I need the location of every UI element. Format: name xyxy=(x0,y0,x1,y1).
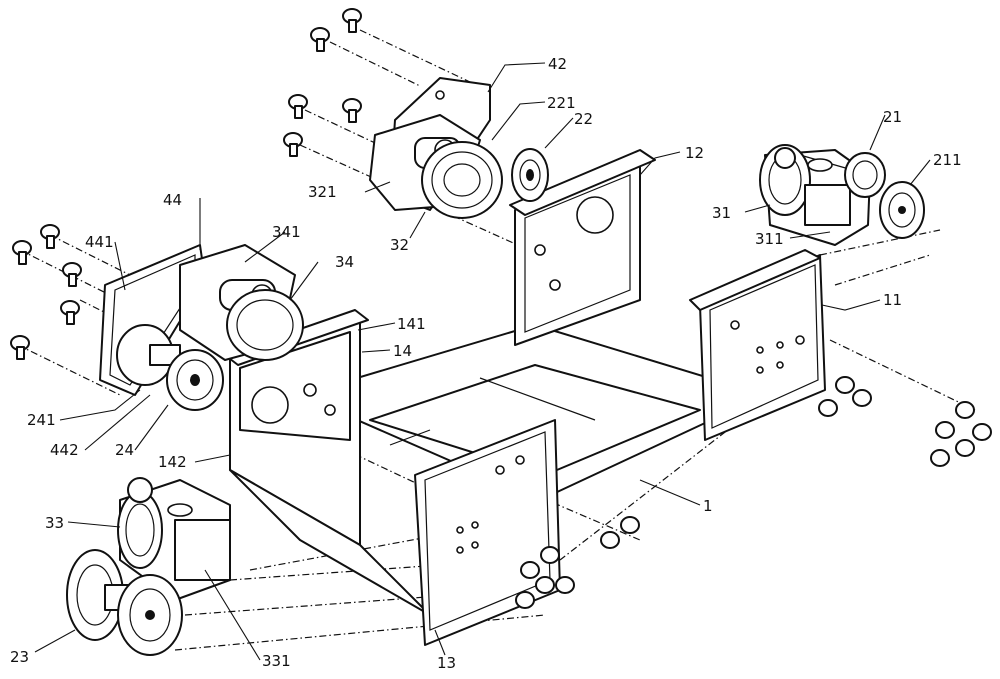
left-wheel-assembly xyxy=(99,244,304,411)
label-221: 221 xyxy=(547,94,576,112)
front-left-wheel-assembly xyxy=(66,477,231,656)
label-11: 11 xyxy=(883,291,902,309)
label-142: 142 xyxy=(158,453,187,471)
label-311: 311 xyxy=(755,230,784,248)
label-331: 331 xyxy=(262,652,291,670)
label-24: 24 xyxy=(115,441,134,459)
label-241: 241 xyxy=(27,411,56,429)
label-42: 42 xyxy=(548,55,567,73)
label-211: 211 xyxy=(933,151,962,169)
screw-group xyxy=(10,8,992,609)
label-31: 31 xyxy=(712,204,731,222)
label-341: 341 xyxy=(272,223,301,241)
label-21: 21 xyxy=(883,108,902,126)
label-22: 22 xyxy=(574,110,593,128)
leader-lines xyxy=(34,62,931,661)
label-44: 44 xyxy=(163,191,182,209)
label-32: 32 xyxy=(390,236,409,254)
label-12: 12 xyxy=(685,144,704,162)
top-wheel-assembly xyxy=(369,77,549,219)
right-rear-wheel-assembly xyxy=(759,144,925,246)
label-34: 34 xyxy=(335,253,354,271)
main-frame xyxy=(224,149,826,646)
label-141: 141 xyxy=(397,315,426,333)
label-442: 442 xyxy=(50,441,79,459)
label-13: 13 xyxy=(437,654,456,672)
label-33: 33 xyxy=(45,514,64,532)
label-1: 1 xyxy=(703,497,713,515)
reference-numerals: 42 221 22 12 21 211 31 311 11 321 32 44 … xyxy=(10,55,962,672)
label-321: 321 xyxy=(308,183,337,201)
label-14: 14 xyxy=(393,342,412,360)
label-441: 441 xyxy=(85,233,114,251)
label-23: 23 xyxy=(10,648,29,666)
